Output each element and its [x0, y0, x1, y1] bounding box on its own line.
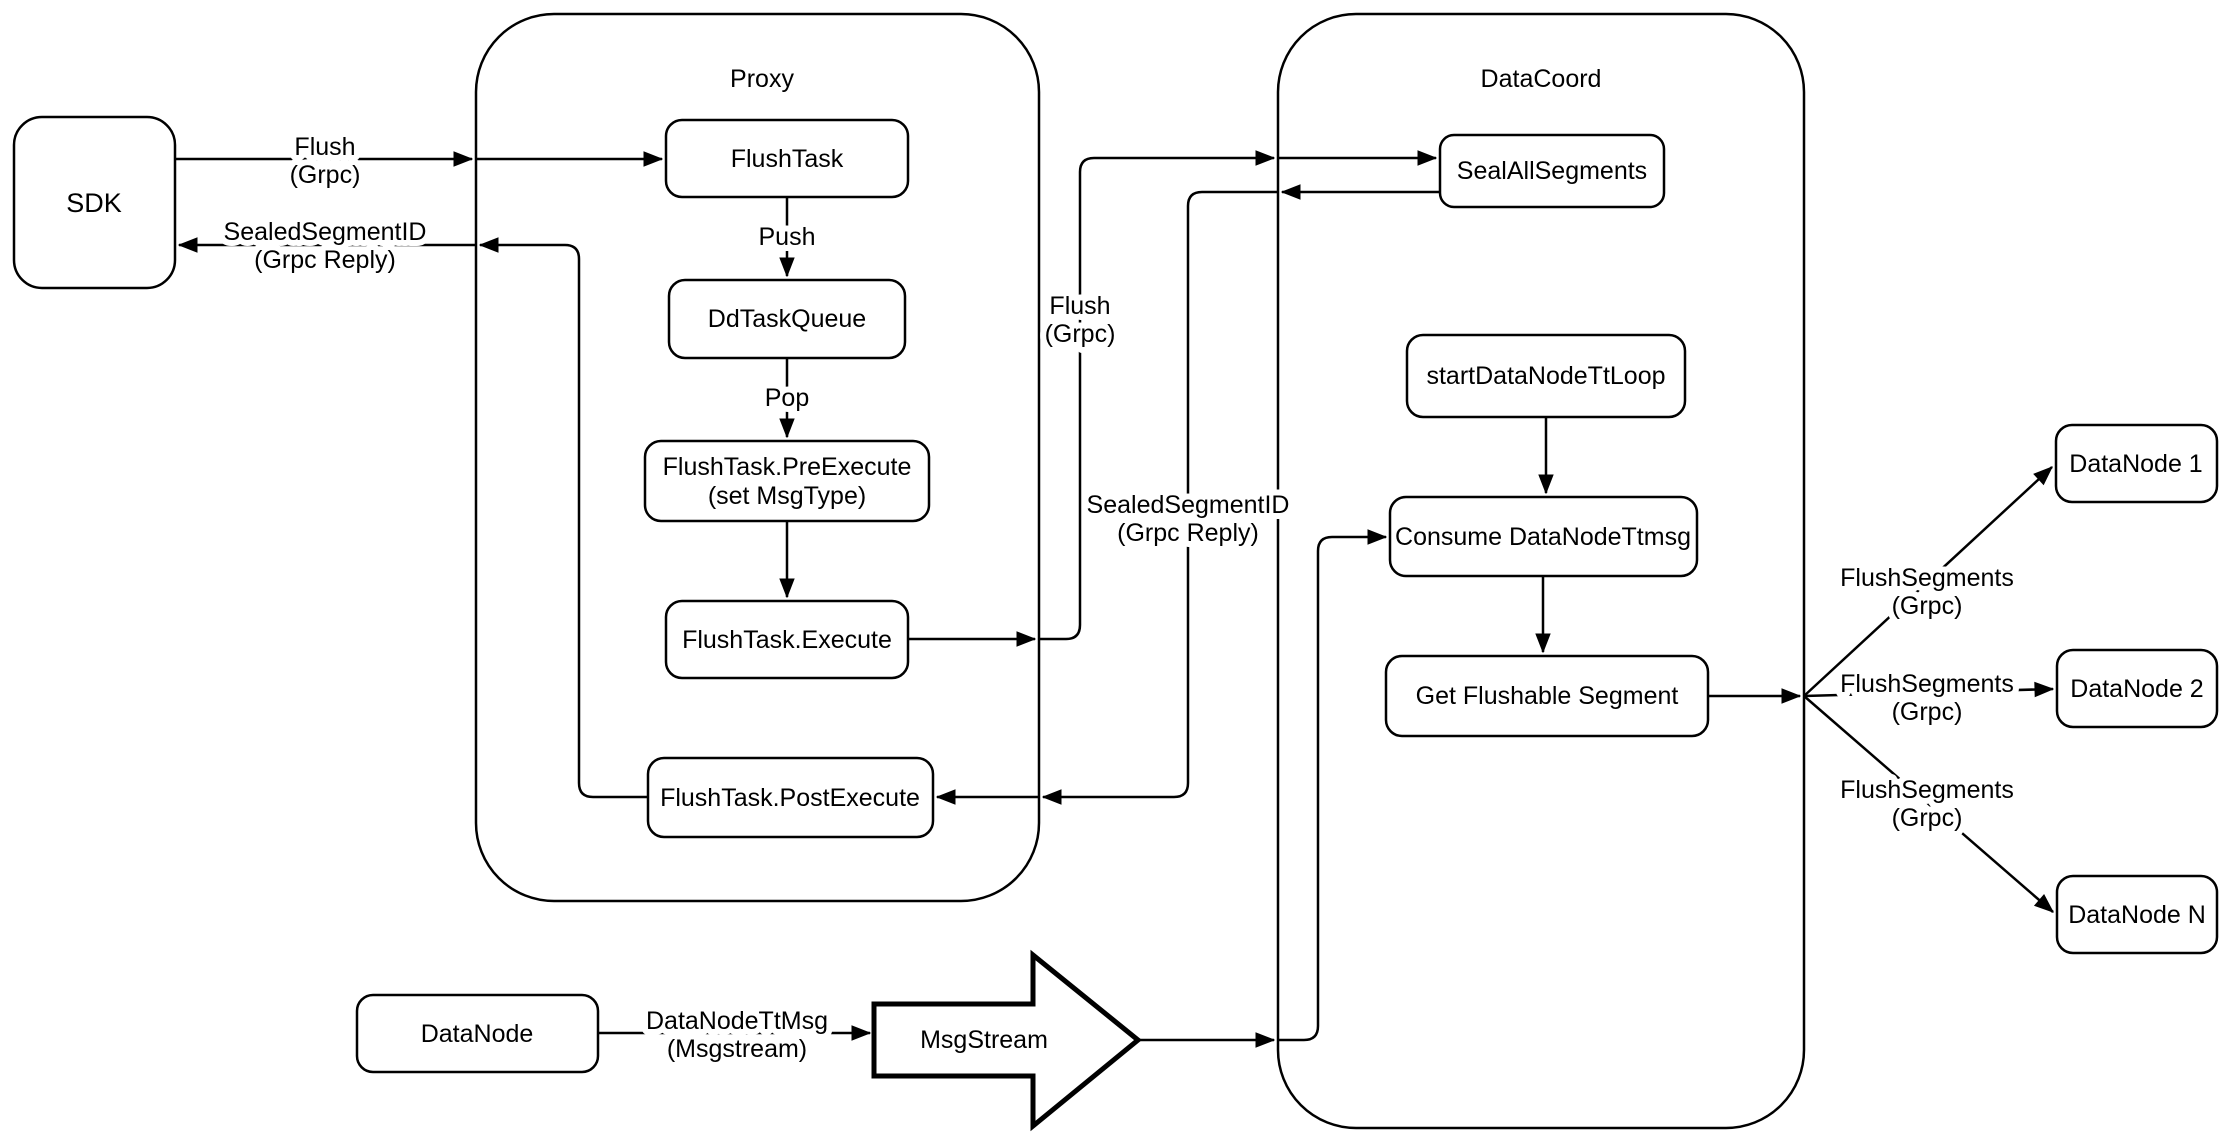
datanode2-node: [2055, 648, 2219, 729]
datanode-bottom-node: [355, 993, 600, 1074]
edge-proxy-to-datacoord-flush: [1039, 158, 1274, 641]
label-sealed-mid-line2: (Grpc Reply): [1117, 519, 1259, 547]
label-flush-mid-line2: (Grpc): [1045, 320, 1116, 348]
proxy-container: [474, 12, 1041, 903]
flushtask-label: FlushTask: [731, 145, 844, 173]
preexecute-node: [643, 439, 931, 523]
edge-flushsegments-datanode1: [1803, 467, 2052, 697]
execute-node: [664, 599, 910, 680]
datacoord-title: DataCoord: [1481, 65, 1602, 93]
label-flush-sdk-line1: Flush: [294, 133, 355, 161]
consume-label: Consume DataNodeTtmsg: [1395, 523, 1691, 551]
datanoden-node: [2055, 874, 2219, 955]
postexecute-label: FlushTask.PostExecute: [660, 784, 920, 812]
sdk-node: [12, 115, 177, 290]
edge-postexecute-to-proxy-edge: [480, 245, 648, 799]
label-flushsegments1-line1: FlushSegments: [1840, 564, 2014, 592]
consume-node: [1388, 495, 1699, 578]
label-datanodettmsg-line2: (Msgstream): [667, 1035, 807, 1063]
getflushable-node: [1384, 654, 1710, 738]
edge-flushsegments-datanoden: [1803, 695, 2053, 913]
sdk-label: SDK: [66, 188, 122, 218]
label-flushsegments2-line1: FlushSegments: [1840, 670, 2014, 698]
label-flushsegments3-line1: FlushSegments: [1840, 776, 2014, 804]
ddtaskqueue-label: DdTaskQueue: [708, 305, 866, 333]
proxy-title: Proxy: [730, 65, 794, 93]
sealallsegments-node: [1438, 133, 1666, 209]
getflushable-label: Get Flushable Segment: [1416, 682, 1679, 710]
datanode1-label: DataNode 1: [2069, 450, 2202, 478]
startdatanodettloop-node: [1405, 333, 1687, 419]
label-flush-sdk-line2: (Grpc): [290, 161, 361, 189]
label-flushsegments1-line2: (Grpc): [1892, 592, 1963, 620]
edge-flushsegments-datanode2: [1803, 689, 2053, 698]
label-pop: Pop: [765, 384, 809, 412]
sealallsegments-label: SealAllSegments: [1457, 157, 1647, 185]
label-sealed-mid-line1: SealedSegmentID: [1087, 491, 1290, 519]
postexecute-node: [646, 756, 935, 839]
datanoden-label: DataNode N: [2068, 901, 2206, 929]
label-datanodettmsg-line1: DataNodeTtMsg: [646, 1007, 828, 1035]
label-flush-mid-line1: Flush: [1049, 292, 1110, 320]
label-sealed-sdk-line2: (Grpc Reply): [254, 246, 396, 274]
preexecute-label-line2: (set MsgType): [708, 482, 866, 510]
edge-datacoord-to-consume: [1278, 537, 1386, 1042]
datanode-bottom-label: DataNode: [421, 1020, 534, 1048]
label-push: Push: [759, 223, 816, 251]
datacoord-container: [1276, 12, 1806, 1130]
datanode1-node: [2054, 423, 2219, 504]
label-flushsegments3-line2: (Grpc): [1892, 804, 1963, 832]
label-flushsegments2-line2: (Grpc): [1892, 698, 1963, 726]
startdatanodettloop-label: startDataNodeTtLoop: [1426, 362, 1665, 390]
flushtask-node: [664, 118, 910, 199]
msgstream-shape: [871, 949, 1142, 1132]
label-sealed-sdk-line1: SealedSegmentID: [224, 218, 427, 246]
edge-datacoord-to-proxy-reply: [1043, 190, 1278, 797]
execute-label: FlushTask.Execute: [682, 626, 892, 654]
datanode2-label: DataNode 2: [2070, 675, 2203, 703]
preexecute-label-line1: FlushTask.PreExecute: [663, 453, 912, 481]
ddtaskqueue-node: [667, 278, 907, 360]
msgstream-label: MsgStream: [920, 1026, 1048, 1054]
